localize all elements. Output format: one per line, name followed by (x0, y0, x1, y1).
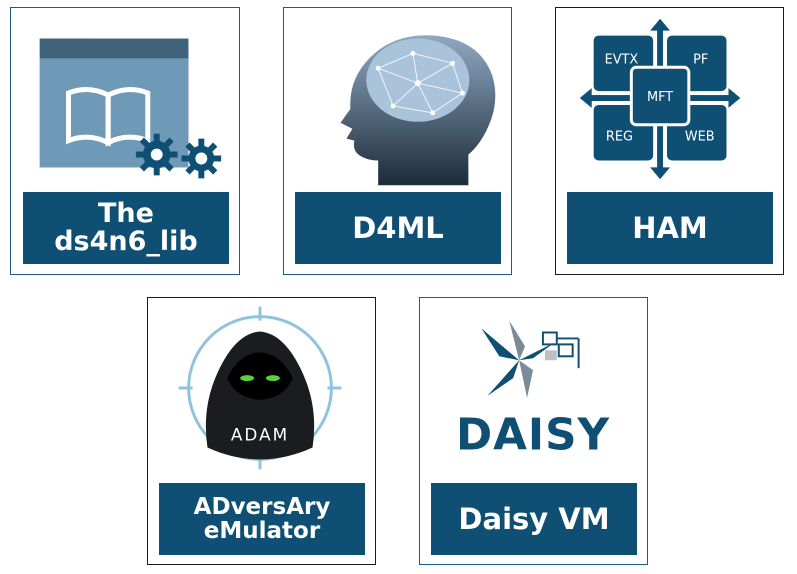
label-line: ADversAry (193, 493, 331, 520)
daisy-logo-icon: DAISY (456, 320, 610, 460)
card-d4ml[interactable]: D4ML (283, 7, 512, 275)
label-line: Daisy VM (458, 501, 610, 536)
tile-mft: MFT (647, 90, 673, 105)
left-eye (240, 375, 255, 382)
label-line: D4ML (352, 210, 444, 245)
card-ds4n6-lib[interactable]: The ds4n6_lib (10, 7, 240, 275)
card-adam[interactable]: ADAM ADversAry eMulator (147, 297, 376, 565)
card-label: ADversAry eMulator (159, 483, 365, 555)
folder-book-gears-icon (39, 38, 222, 179)
adam-hooded-figure-icon: ADAM (178, 306, 342, 470)
daisy-logo-text: DAISY (456, 410, 610, 460)
label-line: ds4n6_lib (54, 226, 198, 257)
card-daisy-vm[interactable]: DAISY Daisy VM (419, 297, 648, 565)
tile-pf: PF (693, 52, 708, 67)
card-label: D4ML (295, 192, 501, 264)
tile-web: WEB (685, 130, 715, 145)
card-label: Daisy VM (431, 483, 637, 555)
card-ham[interactable]: EVTX PF REG WEB MFT HAM (555, 7, 784, 275)
label-line: HAM (632, 210, 708, 245)
artifact-grid-icon: EVTX PF REG WEB MFT (579, 18, 741, 180)
brain-head-icon (340, 35, 496, 186)
card-label: HAM (567, 192, 773, 264)
label-line: The (98, 197, 154, 229)
label-line: eMulator (203, 518, 321, 544)
adam-logo-text: ADAM (231, 425, 289, 445)
tile-evtx: EVTX (605, 52, 639, 67)
card-label: The ds4n6_lib (23, 192, 229, 264)
tile-reg: REG (606, 130, 633, 145)
right-eye (265, 375, 280, 382)
